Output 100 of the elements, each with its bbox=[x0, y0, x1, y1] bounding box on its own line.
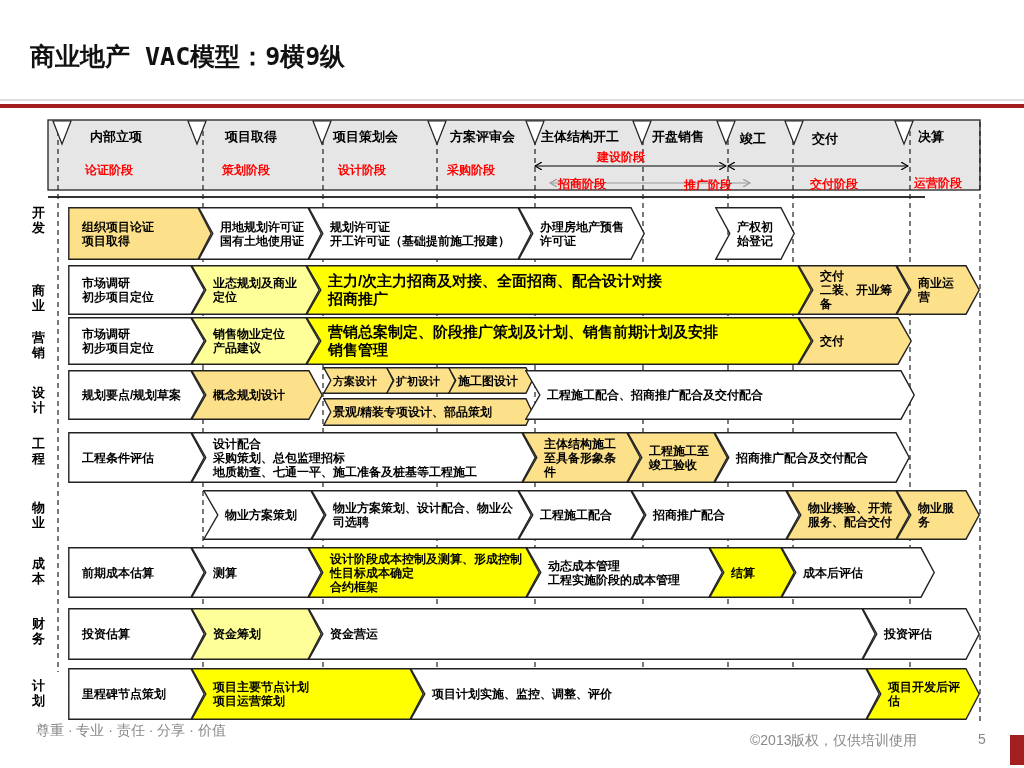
stage-box bbox=[68, 432, 205, 483]
chevron-text: 交付 bbox=[820, 334, 845, 348]
stage-box bbox=[306, 265, 812, 315]
chevron-text: 物业方案策划 bbox=[225, 508, 298, 522]
chevron-text: 地质勘查、七通一平、施工准备及桩基等工程施工 bbox=[213, 464, 478, 479]
chevron-text: 销售物业定位 bbox=[213, 327, 286, 341]
chevron-text: 资金营运 bbox=[330, 627, 379, 641]
row-heading: 工程 bbox=[32, 436, 46, 466]
chevron-text: 二装、开业筹备 bbox=[820, 283, 893, 311]
chevron-text: 项目取得 bbox=[82, 233, 131, 248]
chevron-text: 工程施工至竣工验收 bbox=[649, 443, 710, 472]
chevron-text: 营销总案制定、阶段推广策划及计划、销售前期计划及安排 bbox=[328, 323, 719, 341]
chevron-text: 市场调研 bbox=[82, 276, 131, 290]
stage-box bbox=[798, 317, 912, 365]
row-heading: 商业 bbox=[32, 283, 46, 313]
row-heading: 开发 bbox=[32, 205, 46, 235]
chevron-text: 里程碑节点策划 bbox=[82, 687, 167, 701]
chevron-text: 动态成本管理 bbox=[548, 558, 621, 573]
stage-box bbox=[191, 668, 424, 720]
chevron-text: 采购策划、总包监理招标 bbox=[213, 450, 346, 465]
chevron-text: 成本后评估 bbox=[803, 565, 864, 580]
page-number: 5 bbox=[978, 731, 986, 747]
stage-box bbox=[448, 367, 533, 394]
stage-box bbox=[410, 668, 880, 720]
chevron-text: 初步项目定位 bbox=[82, 290, 155, 304]
chevron-text: 规划许可证 bbox=[330, 219, 391, 234]
stage-box bbox=[627, 432, 728, 483]
chevron-text: 工程施工配合、招商推广配合及交付配合 bbox=[547, 388, 764, 402]
chevron-text: 项目开发后评估 bbox=[888, 680, 961, 708]
chevron-text: 商业运营 bbox=[918, 276, 955, 304]
stage-box bbox=[68, 547, 205, 598]
copyright-note: ©2013版权，仅供培训使用 bbox=[750, 732, 918, 750]
chevron-text: 概念规划设计 bbox=[213, 388, 286, 402]
chevron-text: 工程施工配合 bbox=[540, 508, 613, 522]
stage-box bbox=[323, 398, 533, 426]
stage-box bbox=[866, 668, 980, 720]
chevron-text: 投资评估 bbox=[884, 627, 933, 641]
stage-box bbox=[68, 265, 205, 315]
row-heading: 财务 bbox=[32, 616, 46, 646]
chevron-text: 投资估算 bbox=[82, 627, 131, 641]
chevron-text: 初步项目定位 bbox=[82, 341, 155, 355]
stage-box bbox=[323, 367, 394, 394]
stage-box bbox=[68, 668, 205, 720]
phase-label: 运营阶段 bbox=[914, 175, 962, 192]
chevron-text: 主体结构施工至具备形象条件 bbox=[544, 436, 617, 479]
slogan: 尊重 · 专业 · 责任 · 分享 · 价值 bbox=[36, 722, 226, 740]
chevron-text: 招商推广配合及交付配合 bbox=[736, 450, 869, 465]
chevron-text: 景观/精装专项设计、部品策划 bbox=[333, 405, 494, 419]
stage-box bbox=[525, 370, 915, 420]
milestone-label: 内部立项 bbox=[90, 128, 142, 146]
milestone-label: 项目策划会 bbox=[333, 128, 398, 146]
stage-box bbox=[862, 608, 980, 660]
chevron-text: 物业方案策划、设计配合、物业公司选聘 bbox=[333, 501, 514, 529]
chevron-text: 业态规划及商业定位 bbox=[213, 276, 298, 304]
chevron-text: 工程实施阶段的成本管理 bbox=[548, 572, 681, 587]
chevron-text: 合约框架 bbox=[330, 579, 379, 594]
chevron-text: 物业接验、开荒服务、配合交付 bbox=[808, 501, 893, 529]
stage-box bbox=[311, 490, 532, 540]
phase-label: 建设阶段 bbox=[597, 149, 645, 166]
row-heading: 物业 bbox=[32, 500, 46, 530]
stage-box bbox=[709, 547, 795, 598]
phase-label: 招商阶段 bbox=[558, 176, 606, 193]
row-heading: 营销 bbox=[32, 330, 46, 360]
chevron-text: 开工许可证（基础提前施工报建） bbox=[330, 233, 511, 248]
stage-box bbox=[68, 317, 205, 365]
chevron-text: 扩初设计 bbox=[396, 373, 441, 388]
stage-box bbox=[308, 207, 532, 260]
chevron-text: 前期成本估算 bbox=[82, 565, 155, 580]
chevron-text: 项目计划实施、监控、调整、评价 bbox=[432, 687, 613, 701]
chevron-text: 办理房地产预售许可证 bbox=[540, 219, 625, 248]
chevron-text: 资金筹划 bbox=[213, 627, 262, 641]
stage-box bbox=[631, 490, 800, 540]
chevron-text: 产品建议 bbox=[213, 341, 262, 355]
chevron-text: 方案设计 bbox=[333, 373, 378, 388]
chevron-text: 招商推广配合 bbox=[653, 508, 726, 522]
title: 商业地产 VAC模型：9横9纵 bbox=[30, 41, 346, 73]
milestone-label: 项目取得 bbox=[225, 128, 277, 146]
stage-box bbox=[191, 370, 323, 420]
chevron-text: 主力/次主力招商及对接、全面招商、配合设计对接 bbox=[328, 272, 664, 290]
phase-label: 设计阶段 bbox=[338, 162, 386, 179]
chevron-text: 物业服务 bbox=[918, 501, 955, 529]
stage-box bbox=[526, 547, 723, 598]
stage-box bbox=[68, 207, 212, 260]
stage-box bbox=[68, 608, 205, 660]
row-heading: 设计 bbox=[32, 385, 46, 415]
stage-box bbox=[781, 547, 935, 598]
stage-box bbox=[715, 207, 795, 260]
row-heading: 计划 bbox=[32, 678, 46, 708]
stage-box bbox=[308, 547, 540, 598]
stage-box bbox=[896, 490, 980, 540]
phase-label: 论证阶段 bbox=[85, 162, 133, 179]
chevron-text: 市场调研 bbox=[82, 327, 131, 341]
chevron-text: 国有土地使用证 bbox=[220, 233, 305, 248]
chevron-text: 招商推广 bbox=[328, 290, 389, 308]
chevron-text: 交付 bbox=[820, 269, 845, 283]
chevron-text: 结算 bbox=[731, 565, 756, 580]
milestone-label: 竣工 bbox=[740, 130, 766, 148]
stage-box bbox=[203, 490, 325, 540]
milestone-label: 交付 bbox=[812, 130, 838, 148]
row-heading: 成本 bbox=[32, 556, 46, 586]
